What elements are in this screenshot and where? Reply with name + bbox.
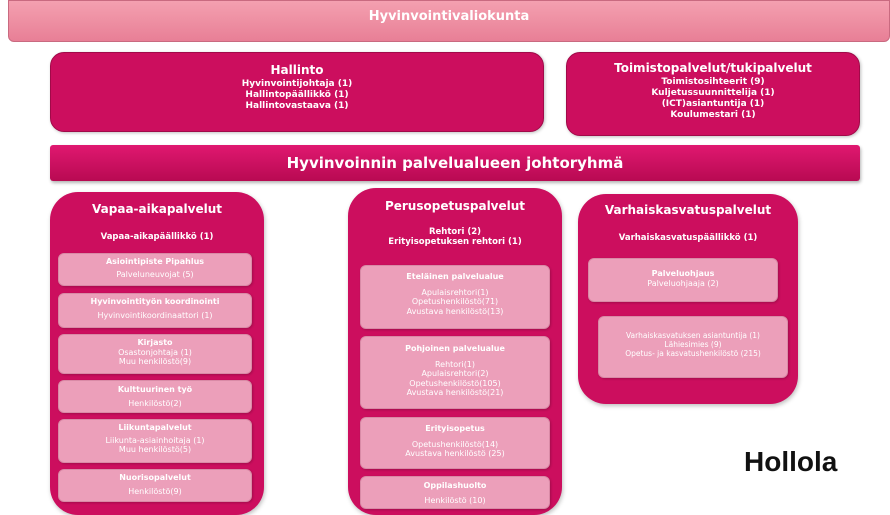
- unit-line: Palveluohjaaja (2): [647, 278, 719, 288]
- unit-title: Kulttuurinen työ: [117, 385, 193, 394]
- hallinto-box: Hallinto Hyvinvointijohtaja (1) Hallinto…: [50, 52, 544, 132]
- unit-line: Opetus- ja kasvatushenkilöstö (215): [625, 349, 761, 358]
- hallinto-line: Hallintopäällikkö (1): [245, 90, 349, 101]
- perus-unit: Oppilashuolto Henkilöstö (10): [360, 476, 550, 509]
- valiokunta-banner: Hyvinvointivaliokunta: [8, 0, 890, 42]
- unit-line: Henkilöstö(2): [128, 398, 182, 408]
- unit-line: Opetushenkilöstö(14): [411, 439, 499, 449]
- unit-line: Rehtori(1): [434, 359, 476, 369]
- unit-line: Muu henkilöstö(9): [118, 357, 192, 367]
- hallinto-title: Hallinto: [270, 63, 324, 77]
- toimisto-line: Kuljetussuunnittelija (1): [651, 88, 775, 99]
- unit-title: Palveluohjaus: [651, 269, 715, 278]
- unit-line: Avustava henkilöstö(13): [406, 306, 504, 316]
- unit-title: Hyvinvointityön koordinointi: [90, 297, 220, 306]
- unit-line: Lähiesimies (9): [664, 340, 722, 349]
- perus-title: Perusopetuspalvelut: [384, 199, 526, 213]
- unit-line: Muu henkilöstö(5): [118, 445, 192, 455]
- johtoryhma-title: Hyvinvoinnin palvelualueen johtoryhmä: [286, 154, 624, 172]
- unit-line: Henkilöstö(9): [128, 486, 182, 496]
- perus-unit: Eteläinen palvelualue Apulaisrehtori(1) …: [360, 265, 550, 329]
- vapaa-unit: Liikuntapalvelut Liikunta-asiainhoitaja …: [58, 419, 252, 463]
- unit-line: Avustava henkilöstö (25): [405, 449, 505, 459]
- unit-line: Palveluneuvojat (5): [116, 269, 194, 279]
- unit-line: Liikunta-asiainhoitaja (1): [105, 435, 205, 445]
- toimisto-line: Toimistosihteerit (9): [661, 77, 765, 88]
- unit-title: Oppilashuolto: [423, 481, 487, 490]
- unit-line: Avustava henkilöstö(21): [406, 388, 504, 398]
- perus-unit: Pohjoinen palvelualue Rehtori(1) Apulais…: [360, 336, 550, 409]
- unit-line: Henkilöstö (10): [424, 495, 486, 505]
- valiokunta-title: Hyvinvointivaliokunta: [368, 9, 530, 24]
- toimisto-title: Toimistopalvelut/tukipalvelut: [614, 61, 812, 75]
- toimisto-line: Koulumestari (1): [670, 109, 756, 120]
- perus-head: Rehtori (2) Erityisopetuksen rehtori (1): [348, 227, 562, 247]
- varhais-unit: Varhaiskasvatuksen asiantuntija (1) Lähi…: [598, 316, 788, 378]
- unit-line: Apulaisrehtori(1): [421, 287, 489, 297]
- hallinto-line: Hallintovastaava (1): [245, 100, 349, 111]
- toimisto-box: Toimistopalvelut/tukipalvelut Toimistosi…: [566, 52, 860, 136]
- unit-title: Eteläinen palvelualue: [406, 272, 504, 281]
- toimisto-line: (ICT)asiantuntija (1): [661, 98, 765, 109]
- unit-line: Hyvinvointikoordinaattori (1): [97, 310, 213, 320]
- hallinto-line: Hyvinvointijohtaja (1): [241, 79, 353, 90]
- unit-line: Apulaisrehtori(2): [421, 369, 489, 379]
- vapaa-unit: Kulttuurinen työ Henkilöstö(2): [58, 380, 252, 413]
- unit-title: Asiointipiste Pipahlus: [105, 257, 205, 266]
- unit-title: Kirjasto: [137, 338, 173, 347]
- johtoryhma-bar: Hyvinvoinnin palvelualueen johtoryhmä: [50, 145, 860, 181]
- vapaa-head: Vapaa-aikapäällikkö (1): [100, 232, 214, 242]
- varhais-head: Varhaiskasvatuspäällikkö (1): [618, 233, 758, 243]
- unit-line: Opetushenkilöstö(71): [411, 297, 499, 307]
- unit-title: Pohjoinen palvelualue: [405, 344, 505, 353]
- vapaa-unit: Kirjasto Osastonjohtaja (1) Muu henkilös…: [58, 334, 252, 374]
- vapaa-title: Vapaa-aikapalvelut: [92, 202, 222, 216]
- vapaa-unit: Asiointipiste Pipahlus Palveluneuvojat (…: [58, 253, 252, 286]
- perus-head-line: Rehtori (2): [428, 227, 481, 237]
- perus-head-line: Erityisopetuksen rehtori (1): [388, 237, 522, 248]
- unit-line: Osastonjohtaja (1): [118, 347, 192, 357]
- varhais-unit: Palveluohjaus Palveluohjaaja (2): [588, 258, 778, 302]
- hollola-logo: Hollola: [744, 446, 838, 477]
- unit-title: Liikuntapalvelut: [118, 423, 192, 432]
- vapaa-unit: Hyvinvointityön koordinointi Hyvinvointi…: [58, 293, 252, 328]
- unit-title: Erityisopetus: [425, 424, 485, 433]
- unit-line: Opetushenkilöstö(105): [409, 378, 501, 388]
- varhais-title: Varhaiskasvatuspalvelut: [604, 203, 772, 217]
- unit-line: Varhaiskasvatuksen asiantuntija (1): [626, 331, 760, 340]
- vapaa-unit: Nuorisopalvelut Henkilöstö(9): [58, 469, 252, 502]
- unit-title: Nuorisopalvelut: [119, 473, 191, 482]
- perus-unit: Erityisopetus Opetushenkilöstö(14) Avust…: [360, 417, 550, 469]
